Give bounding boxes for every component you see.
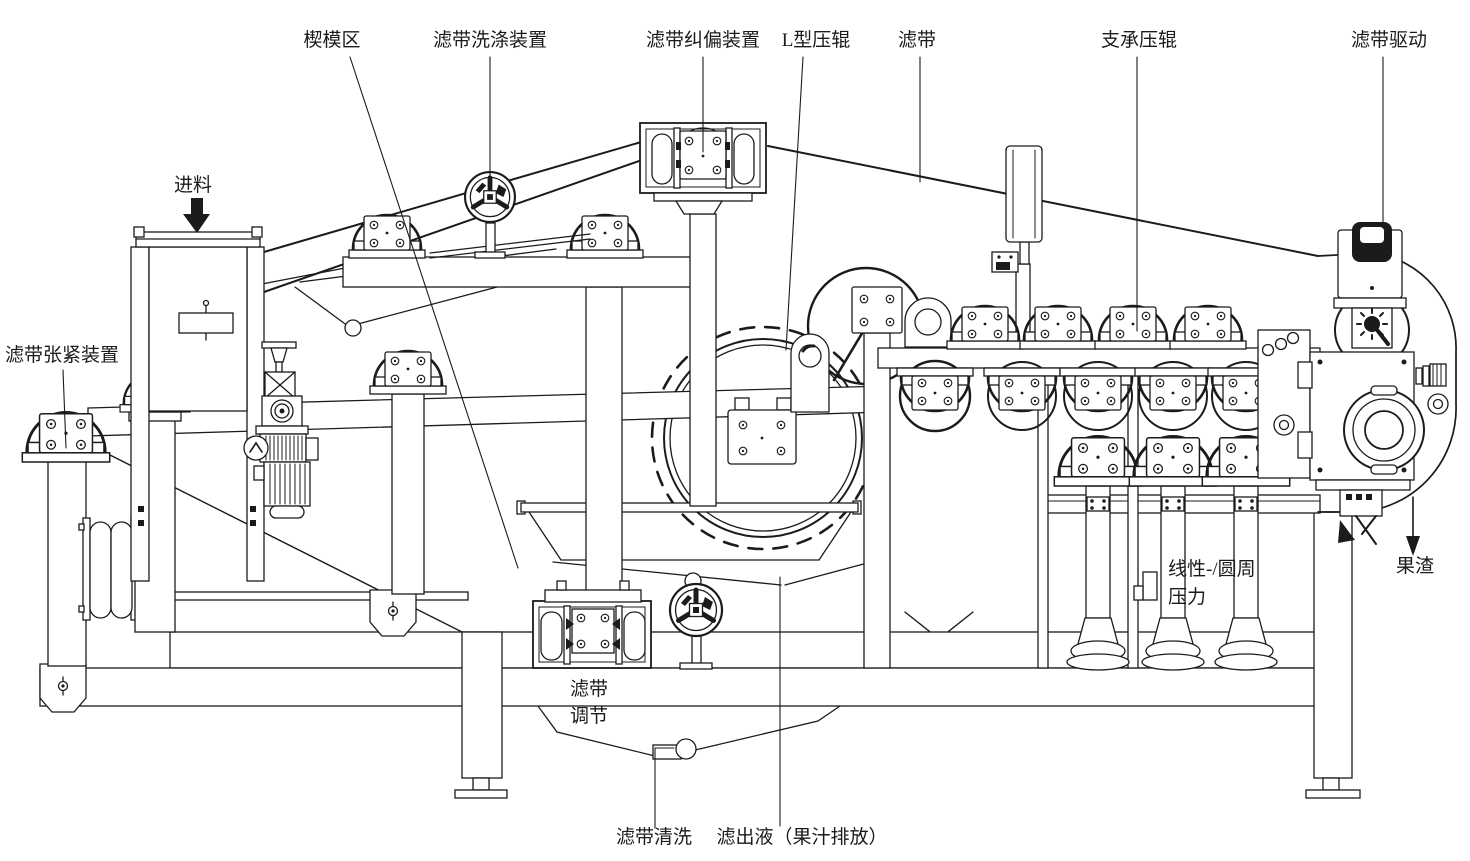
drum-bearing — [727, 397, 797, 465]
label-filtrate: 滤出液（果汁排放） — [716, 826, 887, 848]
label-belt-tension: 滤带张紧装置 — [5, 344, 119, 366]
drain-funnel — [537, 705, 841, 760]
feed-hopper — [130, 226, 265, 582]
upper-platform — [342, 215, 701, 288]
pomace-arrow-icon — [1406, 496, 1420, 556]
machine-legs — [39, 511, 1361, 799]
leader-lines — [62, 56, 1384, 829]
label-pressure-2: 压力 — [1168, 586, 1206, 608]
label-belt-drive: 滤带驱动 — [1351, 29, 1427, 51]
label-feed: 进料 — [174, 174, 212, 196]
collection-tray — [516, 500, 887, 586]
air-pillow — [1214, 617, 1278, 671]
wedge-lower-roller — [370, 351, 446, 595]
tracking-pedestal — [689, 213, 717, 507]
air-pillow — [1141, 617, 1205, 671]
label-pressure-1: 线性-/圆周 — [1168, 558, 1256, 580]
belt-tension-unit — [22, 413, 143, 667]
label-l-roller: L型压辊 — [782, 29, 851, 51]
feed-pump-unit — [243, 341, 319, 519]
support-roller-bank — [877, 306, 1321, 671]
labels: 楔模区 滤带洗涤装置 滤带纠偏装置 L型压辊 滤带 支承压辊 滤带驱动 进料 滤… — [5, 29, 1434, 848]
label-support-rollers: 支承压辊 — [1101, 29, 1177, 51]
wrap-roller-mount — [851, 286, 952, 669]
label-pomace: 果渣 — [1396, 555, 1434, 577]
label-belt-adjust-2: 调节 — [570, 705, 608, 727]
label-belt-washing: 滤带洗涤装置 — [433, 29, 547, 51]
pivot-arm — [790, 333, 830, 413]
belt-drive-unit — [1297, 222, 1457, 545]
label-belt: 滤带 — [898, 29, 936, 51]
label-belt-cleaning: 滤带清洗 — [616, 826, 692, 848]
platform-column — [585, 286, 623, 633]
belt-adjust-device — [532, 580, 652, 669]
label-belt-adjust-1: 滤带 — [570, 678, 608, 700]
adjust-handwheel — [670, 572, 722, 670]
feed-arrow-icon — [183, 198, 210, 233]
label-belt-tracking: 滤带纠偏装置 — [646, 29, 760, 51]
air-pillow — [1066, 617, 1130, 671]
label-wedge-zone: 楔模区 — [303, 29, 360, 51]
belt-washing-device — [465, 172, 515, 259]
